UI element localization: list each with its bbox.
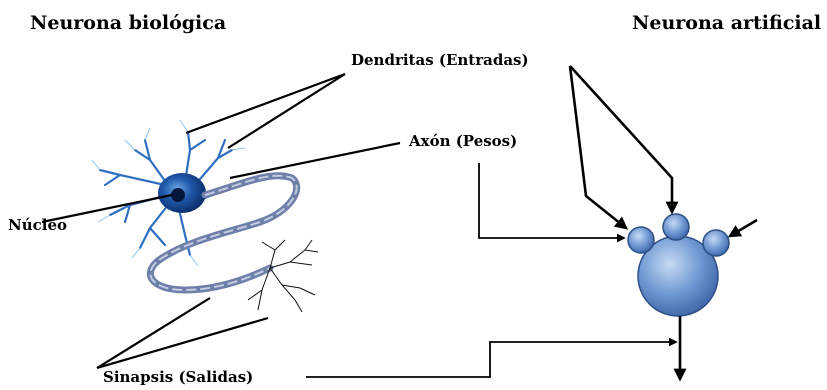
- synapses-arrow: [306, 342, 676, 377]
- dendrite-arrow-left: [570, 66, 626, 228]
- weights-arrow: [479, 163, 624, 238]
- input-node-left: [628, 227, 654, 253]
- artificial-connections: [306, 66, 757, 379]
- input-arrow-right: [730, 220, 757, 236]
- input-node-top: [663, 214, 689, 240]
- input-node-right: [703, 230, 729, 256]
- biological-neuron-illustration: [92, 120, 318, 312]
- biological-pointers: [42, 74, 400, 368]
- nucleus: [171, 188, 185, 202]
- artificial-neuron: [628, 214, 729, 316]
